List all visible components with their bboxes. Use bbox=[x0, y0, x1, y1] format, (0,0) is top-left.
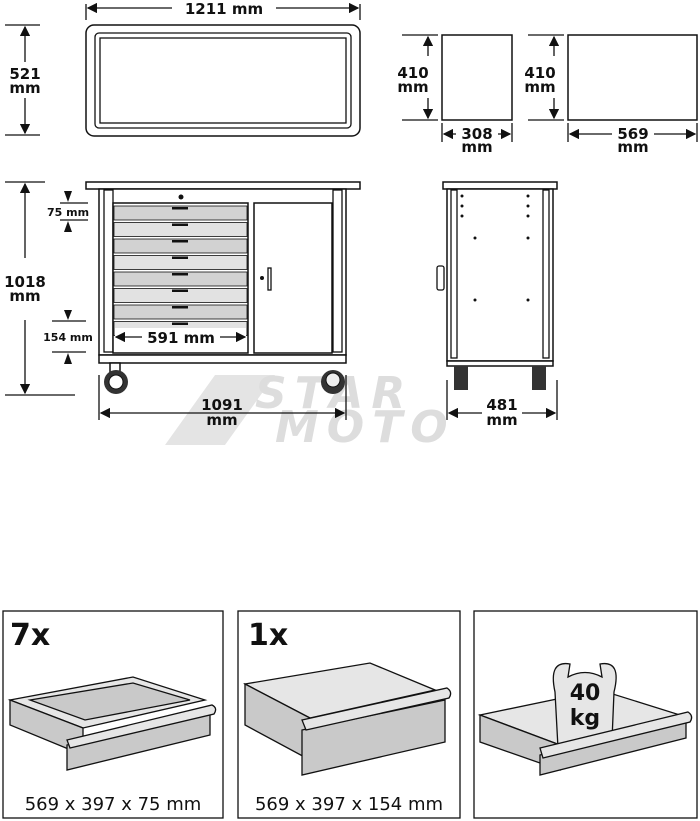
small-drawer-size: 569 x 397 x 75 mm bbox=[25, 794, 202, 815]
drawer-front bbox=[113, 288, 248, 303]
wide-box-height-value: 410 bbox=[524, 64, 555, 82]
drawer-handle bbox=[172, 322, 188, 325]
front-width-unit: mm bbox=[206, 411, 237, 429]
wide-box-view: 410 mm 569 mm bbox=[524, 34, 698, 156]
small-box-view: 410 mm 308 mm bbox=[397, 34, 513, 156]
drawer-small-height-label: 75 mm bbox=[47, 206, 89, 219]
front-view: 1018 mm 75 mm 154 mm 591 mm 1091 mm bbox=[4, 181, 361, 429]
side-wheel bbox=[454, 366, 468, 390]
drawer-handle bbox=[172, 256, 188, 259]
front-height-value: 1018 bbox=[4, 273, 46, 291]
weight-icon bbox=[552, 662, 617, 749]
drawer-handle bbox=[172, 240, 188, 243]
weight-unit: kg bbox=[570, 706, 600, 731]
drawer-handle bbox=[172, 207, 188, 210]
side-view: 481 mm bbox=[436, 181, 558, 429]
svg-text:MOTO: MOTO bbox=[275, 402, 456, 453]
drawer-handle bbox=[172, 306, 188, 309]
drawer-front bbox=[113, 222, 248, 237]
top-width-label: 1211 mm bbox=[185, 0, 263, 18]
small-box-height-unit: mm bbox=[397, 78, 428, 96]
panel-small-drawer: 7x 569 x 397 x 75 mm bbox=[2, 610, 224, 819]
side-wheel bbox=[532, 366, 546, 390]
drawer-handle bbox=[172, 273, 188, 276]
side-depth-value: 481 bbox=[486, 396, 517, 414]
panel-large-drawer: 1x 569 x 397 x 154 mm bbox=[237, 610, 461, 819]
front-height-unit: mm bbox=[9, 287, 40, 305]
large-drawer-count: 1x bbox=[248, 618, 288, 653]
large-drawer-size: 569 x 397 x 154 mm bbox=[255, 794, 443, 815]
drawer-front bbox=[113, 205, 248, 221]
drawer-front bbox=[113, 304, 248, 320]
small-box-width-unit: mm bbox=[461, 138, 492, 156]
top-height-value: 521 bbox=[9, 65, 40, 83]
small-box-height-value: 410 bbox=[397, 64, 428, 82]
top-view: 1211 mm 521 mm bbox=[5, 0, 361, 137]
small-drawer-count: 7x bbox=[10, 618, 50, 653]
drawer-front bbox=[113, 255, 248, 270]
small-box-width-value: 308 bbox=[461, 125, 492, 143]
wide-box-height-unit: mm bbox=[524, 78, 555, 96]
drawer-front bbox=[113, 238, 248, 254]
weight-value: 40 bbox=[570, 681, 601, 706]
side-depth-unit: mm bbox=[486, 411, 517, 429]
wide-box-width-unit: mm bbox=[617, 138, 648, 156]
front-width-value: 1091 bbox=[201, 396, 243, 414]
drawer-fronts bbox=[113, 205, 248, 336]
drawer-handle bbox=[172, 289, 188, 292]
drawer-large-height-label: 154 mm bbox=[43, 331, 93, 344]
drawer-front bbox=[113, 271, 248, 287]
drawer-width-label: 591 mm bbox=[147, 329, 215, 347]
panel-load-capacity: 40 kg bbox=[473, 610, 698, 819]
top-height-unit: mm bbox=[9, 79, 40, 97]
drawer-handle bbox=[172, 223, 188, 226]
wide-box-width-value: 569 bbox=[617, 125, 648, 143]
